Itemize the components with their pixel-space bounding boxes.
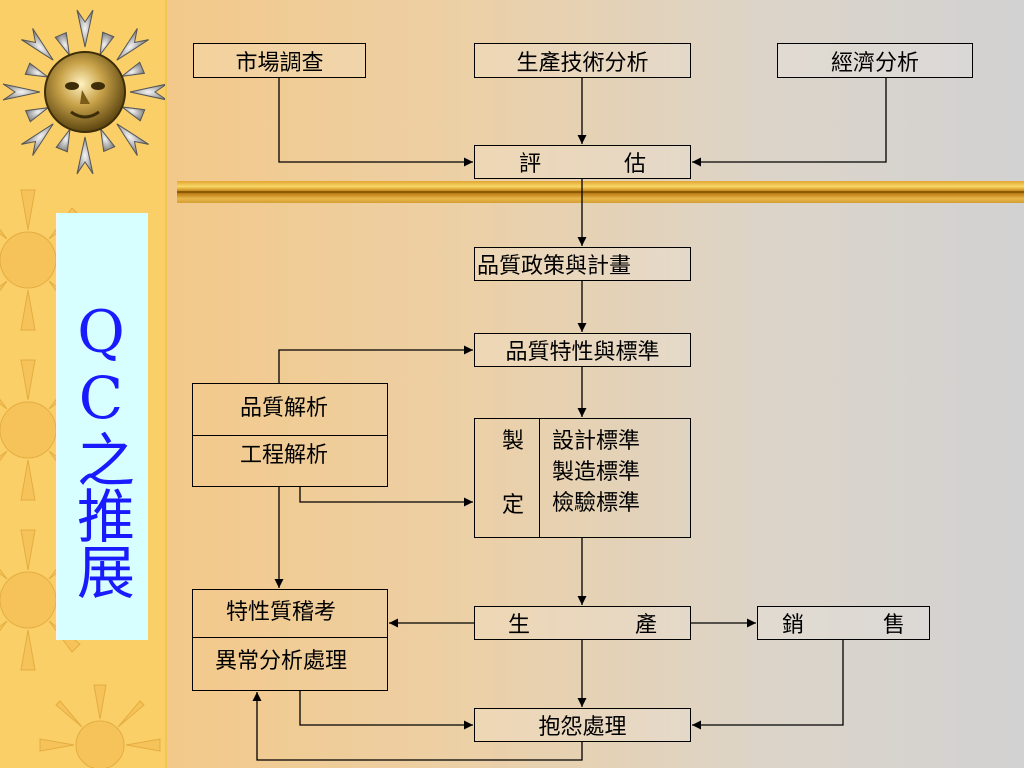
node-economic-analysis: 經濟分析 xyxy=(777,43,973,78)
node-label: 估 xyxy=(623,152,646,177)
sun-icon xyxy=(39,684,161,768)
node-label: 評 xyxy=(519,152,542,177)
node-quality-policy: 品質政策與計畫 xyxy=(474,247,691,281)
arrow-sales-to-complaint xyxy=(692,640,844,730)
node-market-survey: 市場調查 xyxy=(193,43,366,78)
node-engineering-analysis: 工程解析 xyxy=(240,443,329,468)
establish-char-2: 定 xyxy=(502,493,525,518)
sidebar-edge xyxy=(165,0,167,768)
inspection-standard: 檢驗標準 xyxy=(552,491,641,516)
arrow-market-to-evaluate xyxy=(278,78,473,167)
divider-bar xyxy=(177,181,1024,203)
node-characteristic-audit: 特性質稽考 xyxy=(226,600,337,625)
arrow-economic-to-evaluate xyxy=(692,78,887,167)
slide-background xyxy=(167,0,1024,768)
sun-decorations xyxy=(0,9,165,768)
design-standard: 設計標準 xyxy=(552,429,641,454)
node-label: 經濟分析 xyxy=(830,50,919,76)
slide-title: QC之推展 xyxy=(67,298,135,598)
node-label: 售 xyxy=(882,613,905,638)
node-audit-group: 特性質稽考 異常分析處理 xyxy=(192,589,388,691)
row-divider xyxy=(193,637,387,638)
node-production: 生 產 xyxy=(474,606,691,640)
node-label: 生產技術分析 xyxy=(516,50,649,76)
node-complaint-handling: 抱怨處理 xyxy=(474,708,691,742)
title-panel xyxy=(56,213,148,640)
node-label: 銷 xyxy=(782,613,805,638)
arrow-analysis-to-characteristics xyxy=(278,345,473,383)
arrow-audit-to-complaint xyxy=(299,691,473,730)
node-evaluate: 評 估 xyxy=(474,145,691,179)
arrow-complaint-to-audit xyxy=(252,692,583,761)
arrow-analysis-to-standards xyxy=(299,487,473,507)
node-analysis-group: 品質解析 工程解析 xyxy=(192,383,388,487)
node-label: 品質特性與標準 xyxy=(505,340,660,365)
node-sales: 銷 售 xyxy=(757,606,930,640)
node-quality-characteristics: 品質特性與標準 xyxy=(474,333,691,367)
node-label: 生 xyxy=(508,613,531,638)
node-anomaly-handling: 異常分析處理 xyxy=(215,649,348,674)
node-establish-standards: 製 定 設計標準 製造標準 檢驗標準 xyxy=(474,418,691,538)
node-label: 品質政策與計畫 xyxy=(477,254,632,279)
node-label: 產 xyxy=(634,613,657,638)
column-divider xyxy=(539,419,540,537)
sun-icon xyxy=(2,9,165,175)
node-label: 抱怨處理 xyxy=(538,715,627,740)
establish-char-1: 製 xyxy=(502,429,525,454)
row-divider xyxy=(193,435,387,436)
node-label: 市場調查 xyxy=(235,50,324,76)
node-quality-analysis: 品質解析 xyxy=(240,396,329,421)
manufacturing-standard: 製造標準 xyxy=(552,460,641,485)
node-production-tech: 生產技術分析 xyxy=(474,43,691,78)
